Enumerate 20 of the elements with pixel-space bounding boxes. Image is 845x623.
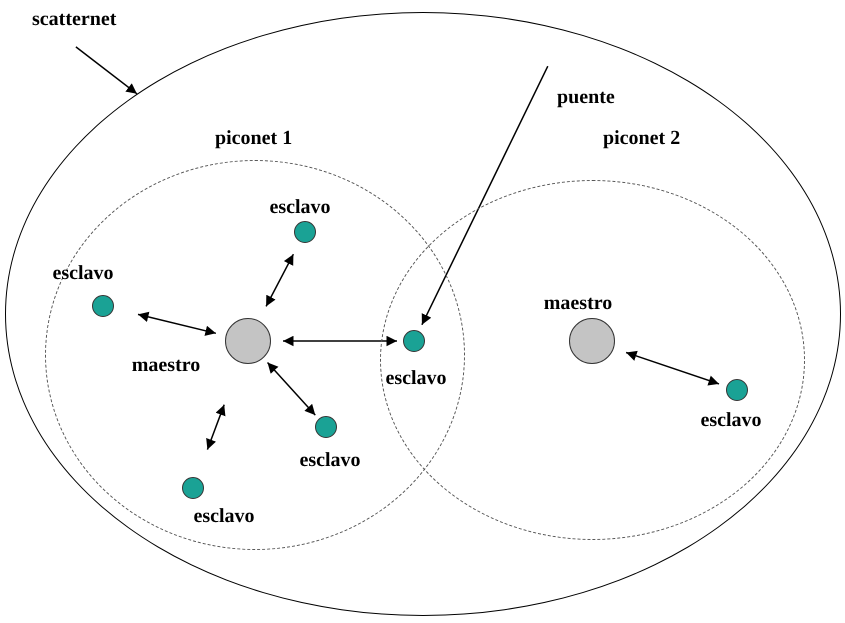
node-label: esclavo — [299, 449, 361, 471]
group-label: scatternet — [32, 8, 116, 30]
arrow — [206, 404, 226, 450]
arrow — [626, 350, 720, 386]
node-label: esclavo — [193, 505, 255, 527]
bridge-label: puente — [557, 86, 615, 108]
leader-line — [421, 66, 548, 326]
node-label: esclavo — [385, 367, 447, 389]
arrow — [266, 362, 316, 416]
group-heading: piconet 1 — [215, 127, 292, 149]
arrow — [265, 254, 294, 307]
node-label: maestro — [132, 354, 200, 376]
node-label: esclavo — [700, 409, 762, 431]
arrow — [283, 336, 397, 346]
node-label: esclavo — [269, 196, 331, 218]
node-label: maestro — [544, 292, 612, 314]
group-heading: piconet 2 — [603, 127, 680, 149]
leader-line — [75, 46, 138, 94]
node-label: esclavo — [52, 262, 114, 284]
arrow — [138, 312, 216, 336]
